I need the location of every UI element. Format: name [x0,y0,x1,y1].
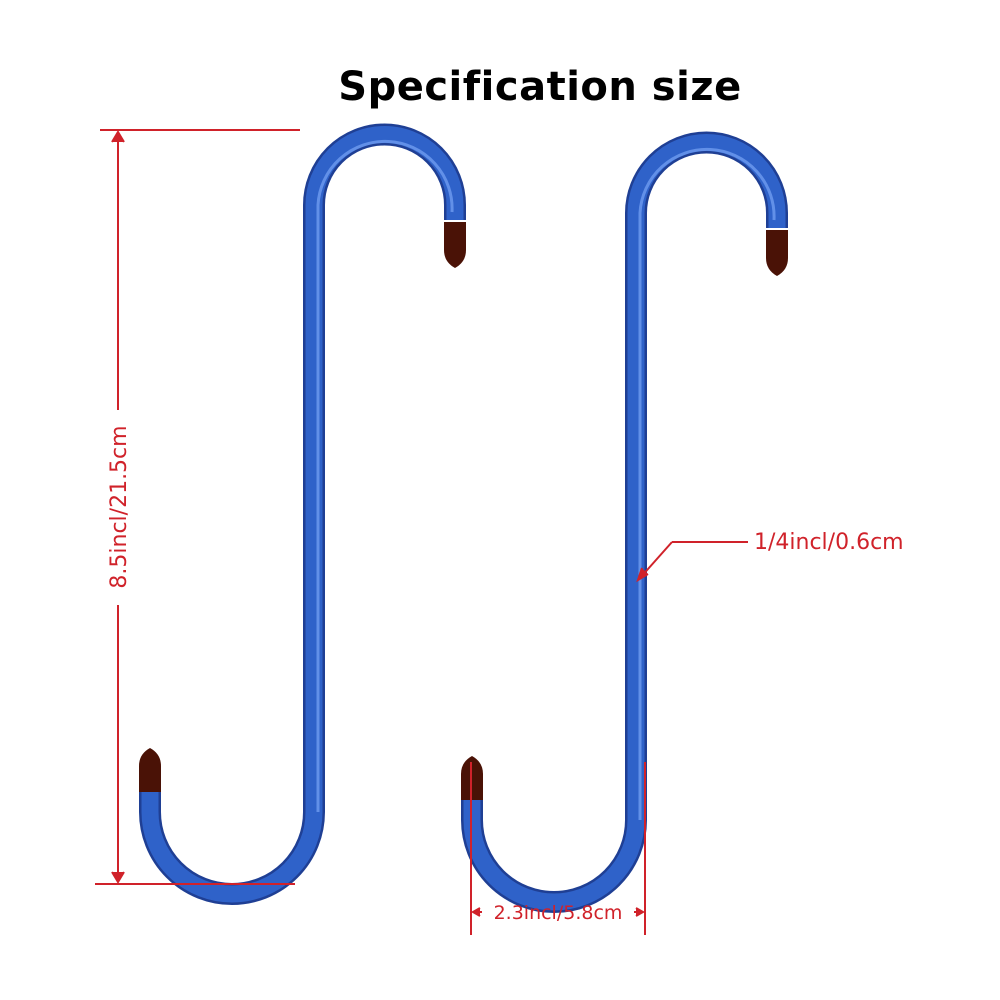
s-hook-left-icon [139,135,466,895]
diameter-leader [636,541,748,583]
width-dimension [470,762,646,935]
page-title: Specification size [338,64,742,110]
diameter-label: 1/4incl/0.6cm [754,530,904,555]
height-label: 8.5incl/21.5cm [107,425,132,588]
s-hook-right-icon [461,143,788,903]
height-dimension [95,129,300,885]
width-label: 2.3incl/5.8cm [494,902,623,924]
